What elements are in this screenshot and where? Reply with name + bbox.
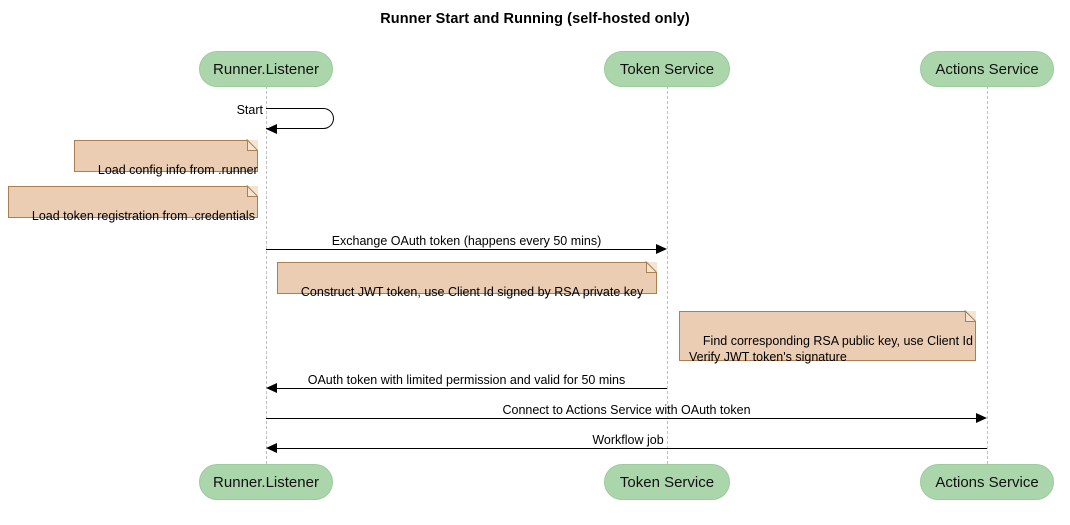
message-line-workflow-job[interactable] <box>277 448 987 449</box>
note-text: Find corresponding RSA public key, use C… <box>689 334 973 364</box>
participant-actions-service-bottom[interactable]: Actions Service <box>920 464 1054 500</box>
lifeline-actions-service <box>987 86 988 464</box>
participant-label: Token Service <box>619 473 715 491</box>
lifeline-runner-listener <box>266 86 267 464</box>
message-line-connect-actions-service[interactable] <box>266 418 977 419</box>
participant-token-service-bottom[interactable]: Token Service <box>604 464 730 500</box>
note-text: Construct JWT token, use Client Id signe… <box>300 285 644 299</box>
participant-label: Runner.Listener <box>213 60 319 78</box>
message-self-start[interactable] <box>266 108 334 129</box>
note-fold-icon <box>247 140 258 151</box>
page-title: Runner Start and Running (self-hosted on… <box>380 11 690 27</box>
lifeline-token-service <box>667 86 668 464</box>
participant-runner-listener-bottom[interactable]: Runner.Listener <box>199 464 333 500</box>
arrowhead-connect-actions-service <box>976 412 987 423</box>
participant-label: Runner.Listener <box>213 473 319 491</box>
message-label-workflow-job: Workflow job <box>592 433 664 447</box>
note-fold-icon <box>646 262 657 273</box>
participant-token-service-top[interactable]: Token Service <box>604 51 730 87</box>
participant-label: Actions Service <box>935 473 1039 491</box>
note-text: Load config info from .runner <box>97 163 258 177</box>
note-load-token-registration: Load token registration from .credential… <box>8 186 258 223</box>
arrowhead-start <box>266 123 277 134</box>
message-label-start: Start <box>236 103 263 117</box>
message-label-exchange-oauth-token: Exchange OAuth token (happens every 50 m… <box>331 234 602 248</box>
participant-label: Actions Service <box>935 60 1039 78</box>
participant-label: Token Service <box>619 60 715 78</box>
participant-runner-listener-top[interactable]: Runner.Listener <box>199 51 333 87</box>
note-construct-jwt: Construct JWT token, use Client Id signe… <box>277 262 657 299</box>
arrowhead-exchange-oauth-token <box>656 243 667 254</box>
message-line-oauth-token-reply[interactable] <box>277 388 667 389</box>
note-verify-jwt: Find corresponding RSA public key, use C… <box>679 311 976 364</box>
note-text: Load token registration from .credential… <box>31 209 255 223</box>
message-line-exchange-oauth-token[interactable] <box>266 249 657 250</box>
note-fold-icon <box>965 311 976 322</box>
participant-actions-service-top[interactable]: Actions Service <box>920 51 1054 87</box>
note-fold-icon <box>247 186 258 197</box>
message-label-oauth-token-reply: OAuth token with limited permission and … <box>307 373 626 387</box>
arrowhead-workflow-job <box>266 442 277 453</box>
arrowhead-oauth-token-reply <box>266 382 277 393</box>
message-label-connect-actions-service: Connect to Actions Service with OAuth to… <box>502 403 751 417</box>
note-load-config: Load config info from .runner <box>74 140 258 177</box>
